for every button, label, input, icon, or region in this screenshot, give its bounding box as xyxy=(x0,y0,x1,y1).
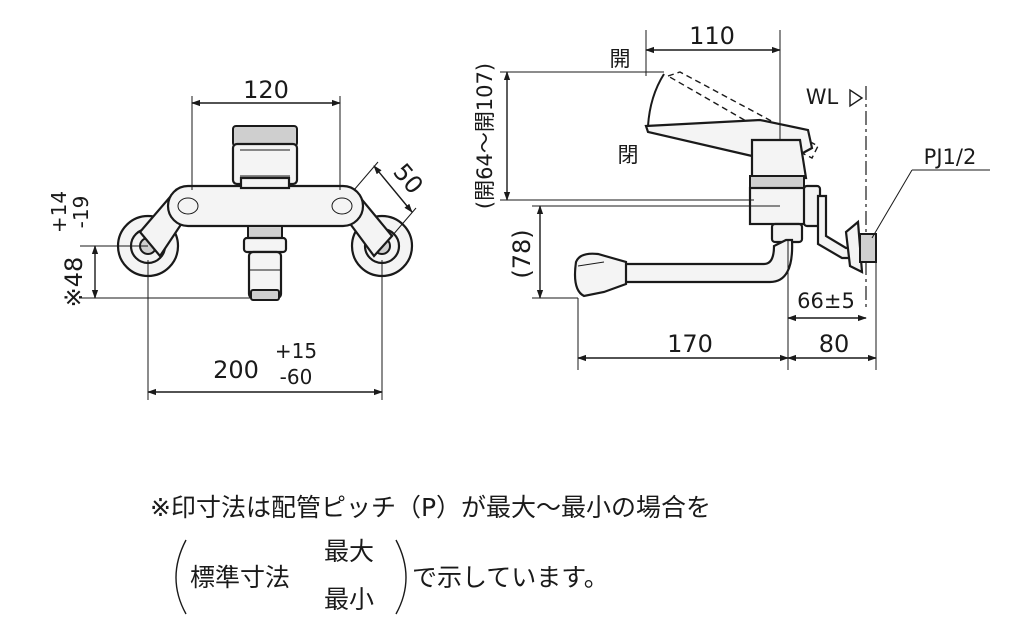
mixer-body xyxy=(166,184,365,228)
footnote: ※印寸法は配管ピッチ（P）が最大～最小の場合を 標準寸法 最大 最小 で示してい… xyxy=(150,493,711,615)
dim-handle-range: (開64～開107) xyxy=(473,63,497,209)
spout-outlet xyxy=(242,225,288,301)
front-view: 120 50 ※48 +14 -19 200 +15 -60 xyxy=(47,76,429,400)
label-open: 開 xyxy=(610,47,631,71)
spout-tip xyxy=(573,252,628,298)
label-closed: 閉 xyxy=(618,143,639,167)
dim-110: 110 xyxy=(689,22,735,50)
spout-arm xyxy=(622,238,794,284)
right-paren xyxy=(395,539,407,615)
footnote-standard: 標準寸法 xyxy=(190,563,290,592)
dim-200-plus: +15 xyxy=(275,339,317,363)
dim-200: 200 xyxy=(213,356,259,384)
dim-48: ※48 xyxy=(60,257,88,308)
dim-170: 170 xyxy=(667,330,713,358)
dim-200-minus: -60 xyxy=(280,365,313,389)
lever-handle xyxy=(231,125,299,190)
dim-80: 80 xyxy=(819,330,850,358)
dim-120: 120 xyxy=(243,76,289,104)
valve-body xyxy=(750,138,808,180)
dim-78: (78) xyxy=(508,229,536,278)
wall-flange xyxy=(844,219,864,274)
dim-48-minus: -19 xyxy=(69,196,93,229)
side-view: 110 開 閉 (開64～開107) (78) WL PJ1/2 66±5 17… xyxy=(473,22,990,370)
label-pj12: PJ1/2 xyxy=(924,145,977,169)
dim-50: 50 xyxy=(388,158,429,199)
label-wl: WL xyxy=(806,85,839,109)
footnote-max: 最大 xyxy=(324,537,374,566)
dim-66: 66±5 xyxy=(797,289,855,313)
footnote-min: 最小 xyxy=(324,585,374,614)
footnote-line1: ※印寸法は配管ピッチ（P）が最大～最小の場合を xyxy=(150,493,711,522)
left-paren xyxy=(175,539,187,615)
dim-48-plus: +14 xyxy=(47,191,71,233)
wl-triangle-icon xyxy=(849,88,864,108)
footnote-suffix: で示しています。 xyxy=(412,563,609,592)
